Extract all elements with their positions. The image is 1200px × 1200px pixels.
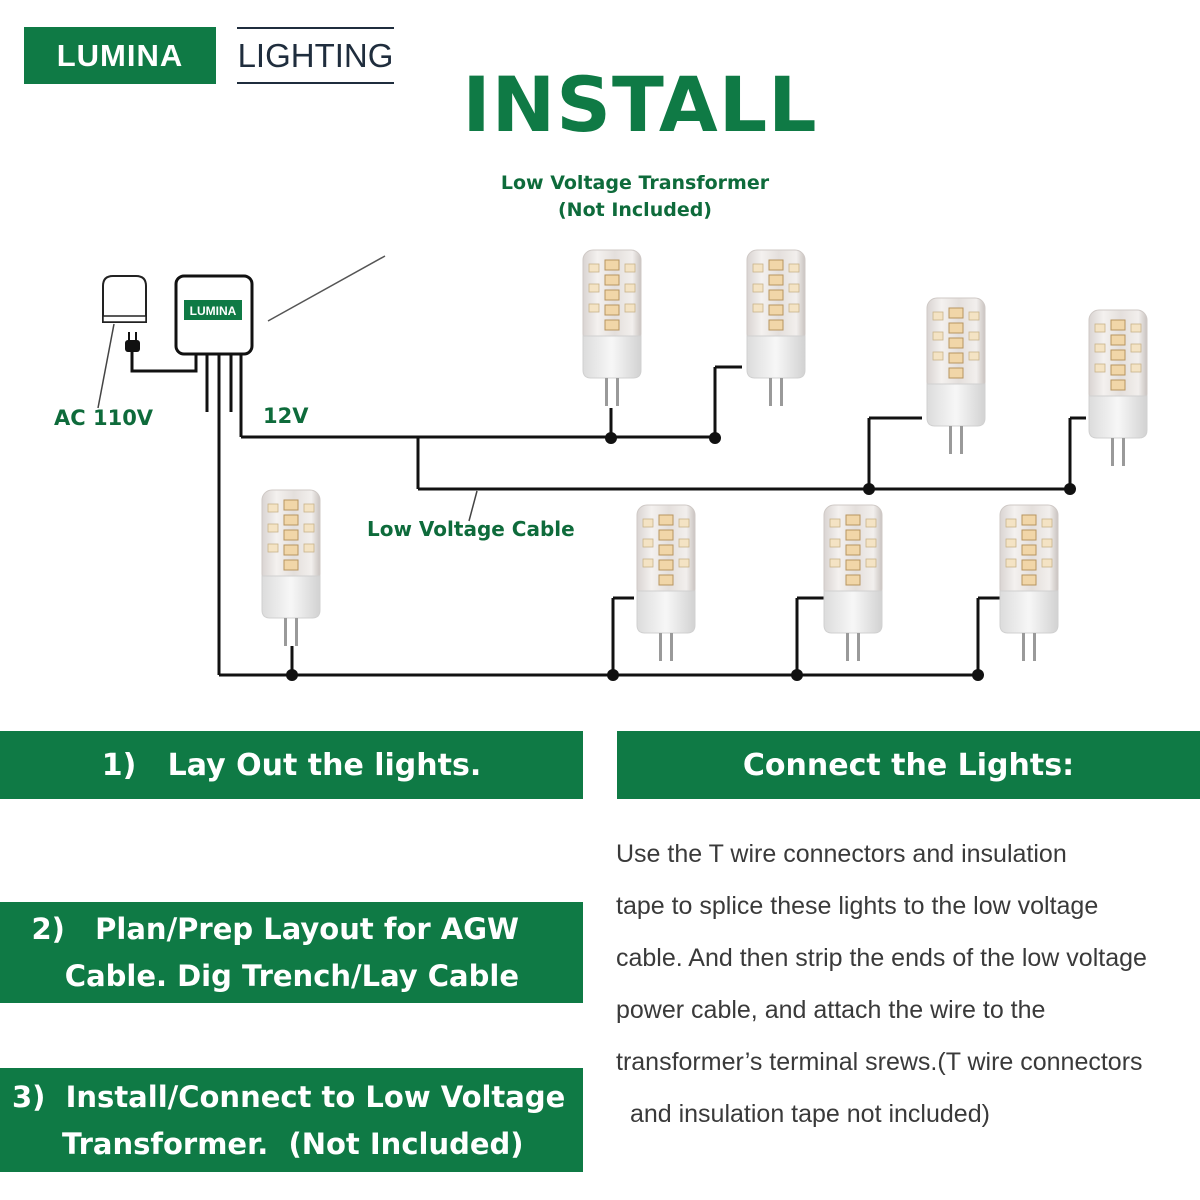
led-bulb-icon: [746, 249, 806, 407]
dc-voltage-label: 12V: [263, 404, 309, 428]
step-3-line2: Transformer. (Not Included): [62, 1127, 524, 1161]
plug-icon: [125, 332, 198, 373]
connect-instructions: Use the T wire connectors and insulation…: [616, 836, 1196, 1148]
step-3-line1: 3) Install/Connect to Low Voltage: [12, 1080, 566, 1114]
connect-lights-heading: Connect the Lights:: [617, 731, 1200, 799]
outlet-icon: [102, 275, 147, 323]
connect-lights-text: Connect the Lights:: [742, 747, 1075, 783]
led-bulb-icon: [823, 504, 883, 662]
transformer-label: Low Voltage Transformer (Not Included): [470, 170, 800, 224]
wire-network: [205, 354, 1086, 677]
step-2-line1: 2) Plan/Prep Layout for AGW: [31, 912, 519, 946]
brand-logo-lumina: LUMINA: [24, 27, 216, 84]
ac-voltage-label: AC 110V: [54, 406, 154, 430]
instruction-line: transformer’s terminal srews.(T wire con…: [616, 1048, 1143, 1076]
led-bulb-icon: [261, 489, 321, 647]
step-3-banner: 3) Install/Connect to Low Voltage Transf…: [0, 1068, 583, 1172]
led-bulb-icon: [999, 504, 1059, 662]
wiring-diagram: LUMINA: [97, 249, 1148, 681]
transformer-label-line1: Low Voltage Transformer: [500, 172, 770, 194]
page-title: INSTALL: [462, 60, 818, 149]
ac-leader-line: [97, 323, 115, 409]
transformer-leader-line: [267, 255, 386, 322]
step-1-text: 1) Lay Out the lights.: [101, 747, 482, 783]
cable-leader-line: [468, 490, 478, 522]
step-2-banner: 2) Plan/Prep Layout for AGW Cable. Dig T…: [0, 902, 583, 1003]
led-bulb-icon: [636, 504, 696, 662]
led-bulb-icon: [582, 249, 642, 407]
step-1-banner: 1) Lay Out the lights.: [0, 731, 583, 799]
instruction-line: tape to splice these lights to the low v…: [616, 892, 1099, 920]
brand-logo-lighting: LIGHTING: [237, 27, 394, 84]
instruction-line: cable. And then strip the ends of the lo…: [616, 944, 1147, 972]
transformer-box: LUMINA: [174, 274, 254, 356]
instruction-line: and insulation tape not included): [623, 1100, 990, 1128]
transformer-brand-text: LUMINA: [190, 304, 237, 318]
instruction-line: Use the T wire connectors and insulation: [616, 840, 1067, 868]
led-bulb-icon: [926, 297, 986, 455]
step-2-line2: Cable. Dig Trench/Lay Cable: [64, 959, 519, 993]
led-bulb-icon: [1088, 309, 1148, 467]
instruction-line: power cable, and attach the wire to the: [616, 996, 1046, 1024]
low-voltage-cable-label: Low Voltage Cable: [367, 517, 575, 541]
junction-dots: [286, 432, 1076, 681]
transformer-label-line2: (Not Included): [557, 199, 712, 221]
